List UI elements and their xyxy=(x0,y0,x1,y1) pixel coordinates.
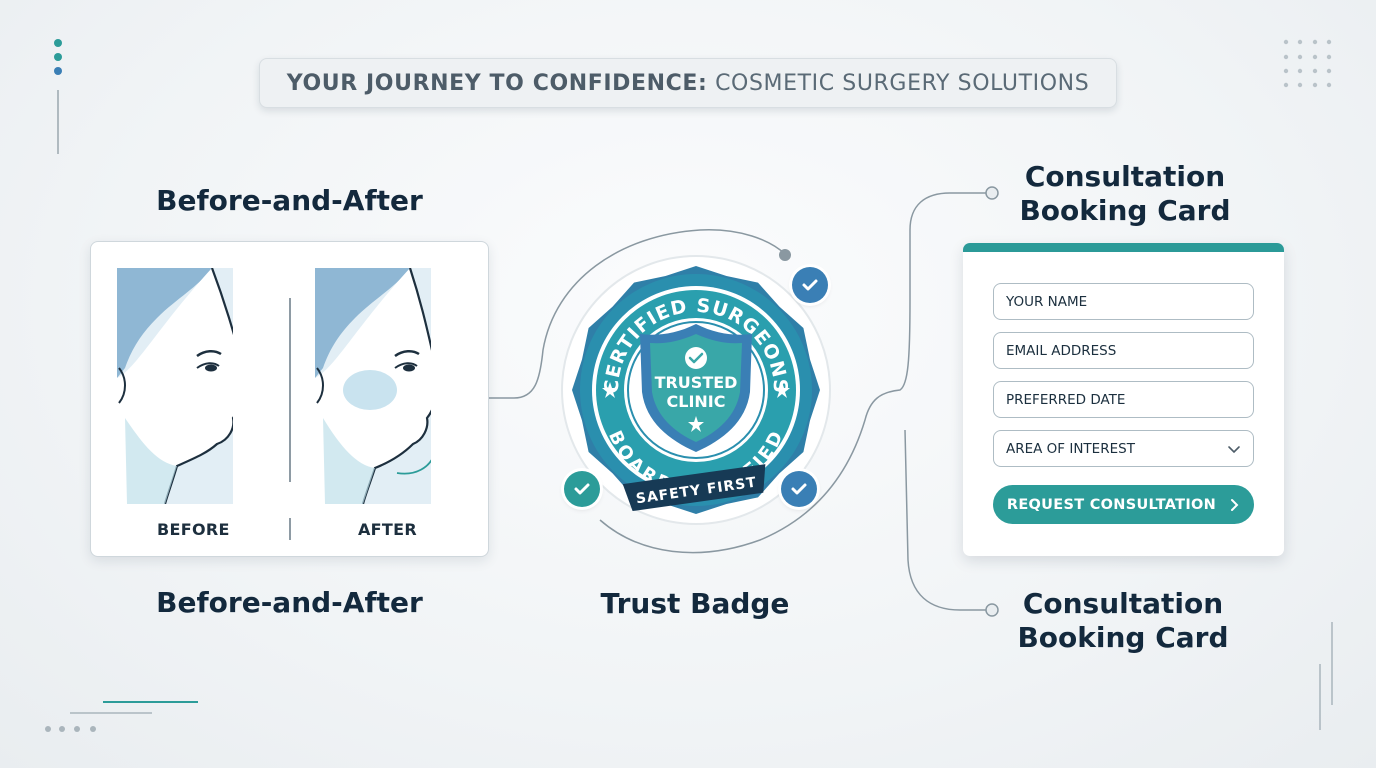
check-icon xyxy=(688,352,704,364)
trust-badge-heading: Trust Badge xyxy=(600,587,790,620)
consultation-booking-card: AREA OF INTEREST REQUEST CONSULTATION xyxy=(963,243,1284,556)
check-icon-bottom-right xyxy=(781,471,817,507)
banner-title-bold: YOUR JOURNEY TO CONFIDENCE: xyxy=(286,70,708,96)
title-banner: YOUR JOURNEY TO CONFIDENCE: COSMETIC SUR… xyxy=(259,58,1117,108)
label-divider xyxy=(289,518,291,540)
booking-heading-top-line1: Consultation xyxy=(1024,160,1226,193)
booking-heading-bottom: Consultation Booking Card xyxy=(988,587,1258,655)
card-accent-bar xyxy=(963,243,1284,252)
trust-badge: CERTIFIED SURGEONS BOARD CERTIFIED TRUST… xyxy=(561,255,831,525)
check-icon-bottom-left xyxy=(564,471,600,507)
star-icon xyxy=(602,382,790,398)
after-face-illustration xyxy=(315,268,431,504)
before-after-heading-top: Before-and-After xyxy=(156,184,423,217)
booking-heading-top-line2: Booking Card xyxy=(1019,194,1231,227)
before-label: BEFORE xyxy=(157,520,230,539)
before-after-card: BEFORE AFTER xyxy=(90,241,489,557)
after-label: AFTER xyxy=(358,520,417,539)
before-after-divider xyxy=(289,298,291,482)
ribbon-banner xyxy=(622,464,766,512)
check-icon-top-right xyxy=(792,267,828,303)
chevron-down-icon xyxy=(1228,445,1240,453)
before-face-illustration xyxy=(117,268,233,504)
interest-select[interactable]: AREA OF INTEREST xyxy=(993,430,1254,467)
booking-heading-bottom-line1: Consultation xyxy=(1022,587,1224,620)
shield-line1: TRUSTED xyxy=(655,373,738,392)
shield-line2: CLINIC xyxy=(667,392,726,411)
cta-label: REQUEST CONSULTATION xyxy=(1006,496,1217,513)
booking-heading-bottom-line2: Booking Card xyxy=(1017,621,1229,654)
banner-title-rest: COSMETIC SURGERY SOLUTIONS xyxy=(715,70,1090,96)
name-field-wrapper xyxy=(993,283,1254,320)
date-input[interactable] xyxy=(1006,391,1241,408)
request-consultation-button[interactable]: REQUEST CONSULTATION xyxy=(993,485,1254,524)
name-input[interactable] xyxy=(1006,293,1241,310)
before-after-heading-bottom: Before-and-After xyxy=(156,586,423,619)
interest-select-value: AREA OF INTEREST xyxy=(1006,440,1135,457)
email-field-wrapper xyxy=(993,332,1254,369)
chevron-right-icon xyxy=(1231,498,1239,511)
booking-heading-top: Consultation Booking Card xyxy=(990,160,1260,228)
email-input[interactable] xyxy=(1006,342,1241,359)
date-field-wrapper xyxy=(993,381,1254,418)
